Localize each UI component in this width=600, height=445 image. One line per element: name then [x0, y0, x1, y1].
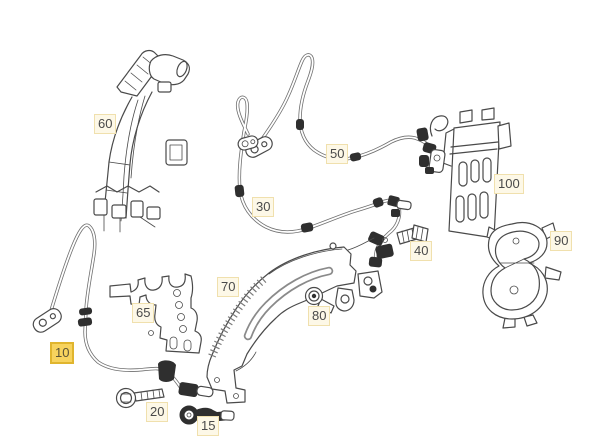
part-label-80[interactable]: 80 — [308, 306, 331, 326]
part-label-10[interactable]: 10 — [50, 342, 75, 364]
part-50-sensor-cable-drawing — [245, 53, 449, 174]
part-label-100[interactable]: 100 — [494, 174, 524, 194]
part-label-50[interactable]: 50 — [326, 144, 349, 164]
part-label-40[interactable]: 40 — [410, 241, 433, 261]
part-label-70[interactable]: 70 — [217, 277, 240, 297]
part-100-slotted-bracket-drawing — [442, 107, 512, 239]
part-label-90[interactable]: 90 — [550, 231, 573, 251]
part-label-15[interactable]: 15 — [197, 416, 220, 436]
part-10-sensor-cable-drawing — [32, 223, 214, 398]
part-30-sensor-cable-drawing — [234, 95, 412, 268]
part-label-20[interactable]: 20 — [146, 402, 169, 422]
part-60-wiring-harness-guide-bracket-drawing — [93, 49, 190, 233]
part-20-flange-screw-drawing — [115, 387, 165, 409]
part-40-hex-bolt-drawing — [396, 224, 429, 245]
part-label-60[interactable]: 60 — [94, 114, 117, 134]
part-70-wheel-arch-cover-drawing — [206, 237, 383, 404]
part-65-holder-bracket-drawing — [109, 273, 202, 354]
part-label-30[interactable]: 30 — [252, 197, 275, 217]
part-label-65[interactable]: 65 — [132, 303, 155, 323]
